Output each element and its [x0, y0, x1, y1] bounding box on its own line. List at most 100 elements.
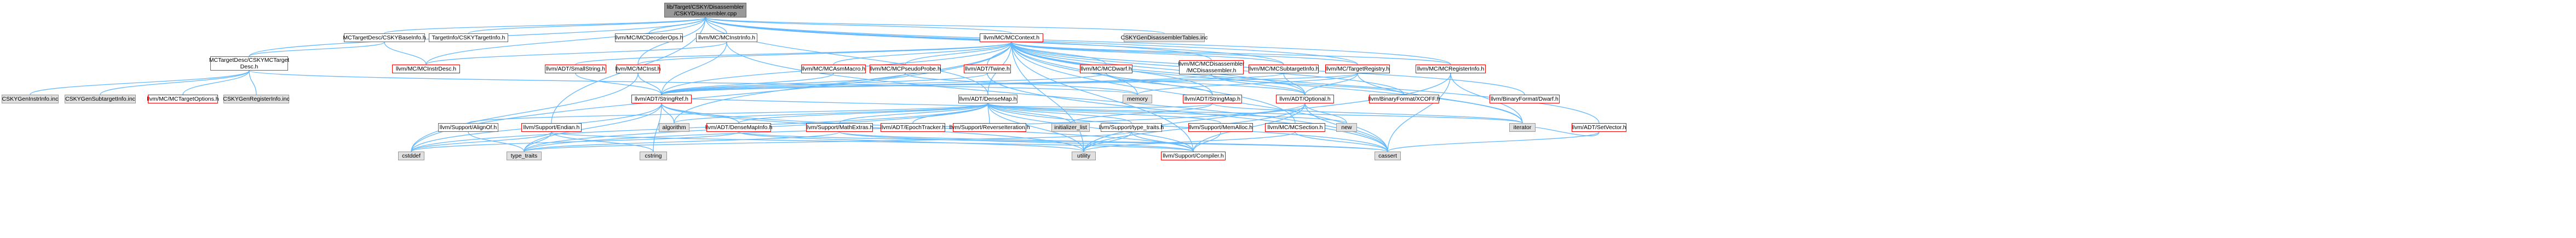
edge-memalloc-to-compiler — [1193, 131, 1221, 152]
edge-mccontext-to-compiler — [1011, 42, 1194, 152]
edge-mcpseudoprobe-to-stringref — [661, 73, 906, 95]
edge-mcsection-to-utility — [1083, 131, 1296, 152]
edge-root-to-mcinstrdesc — [426, 17, 706, 65]
node-llvm-mc-mctargetoptions-h[interactable]: llvm/MC/MCTargetOptions.h — [147, 95, 219, 103]
node-llvm-binaryformat-dwarf-h[interactable]: llvm/BinaryFormat/Dwarf.h — [1490, 95, 1560, 103]
edge-mccontext-to-setvector — [1011, 42, 1600, 124]
node-llvm-adt-smallstring-h[interactable]: llvm/ADT/SmallString.h — [545, 65, 606, 73]
edge-alignof-to-type_traits — [468, 131, 525, 152]
node-cskygensubtargetinfo-inc: CSKYGenSubtargetInfo.inc — [65, 95, 136, 103]
edge-root-to-gendisasm — [705, 17, 1165, 34]
node-cskygenregisterinfo-inc: CSKYGenRegisterInfo.inc — [223, 95, 290, 103]
node-llvm-adt-densemap-h[interactable]: llvm/ADT/DenseMap.h — [958, 95, 1017, 103]
edge-mccontext-to-utility — [1011, 42, 1084, 152]
edge-densemap-to-densemapinfo — [738, 103, 988, 124]
edge-typetraits_h-to-utility — [1083, 131, 1132, 152]
node-llvm-adt-densemapinfo-h[interactable]: llvm/ADT/DenseMapInfo.h — [705, 123, 773, 132]
node-llvm-mc-targetregistry-h[interactable]: llvm/MC/TargetRegistry.h — [1325, 65, 1390, 73]
node-llvm-support-compiler-h[interactable]: llvm/Support/Compiler.h — [1161, 152, 1226, 160]
edge-targetregistry-to-memory — [1137, 73, 1358, 95]
edge-mcregisterinfo-to-cassert — [1387, 73, 1451, 152]
node-llvm-support-reverseiteration-h[interactable]: llvm/Support/ReverseIteration.h — [949, 123, 1030, 132]
edge-root-to-baseinfo — [384, 17, 706, 34]
edge-densemap-to-typetraits_h — [987, 103, 1132, 124]
node-algorithm: algorithm — [659, 123, 689, 132]
edge-typetraits_h-to-type_traits — [524, 131, 1132, 152]
edge-densemapinfo-to-utility — [738, 131, 1084, 152]
edge-densemap-to-mathextras — [839, 103, 988, 124]
edge-stringmap-to-initlist — [1070, 103, 1213, 124]
node-iterator: iterator — [1509, 123, 1536, 132]
node-llvm-adt-optional-h[interactable]: llvm/ADT/Optional.h — [1276, 95, 1334, 103]
node-cstring: cstring — [640, 152, 667, 160]
edge-stringmap-to-stringref — [691, 98, 1213, 108]
node-lib-target-csky-disassembler-cskydisassembler-cpp: lib/Target/CSKY/Disassembler /CSKYDisass… — [664, 3, 746, 18]
node-llvm-mc-mcdisassembler-mcdisassembler-h[interactable]: llvm/MC/MCDisassembler /MCDisassembler.h — [1178, 60, 1245, 74]
node-utility: utility — [1072, 152, 1096, 160]
node-llvm-support-endian-h[interactable]: llvm/Support/Endian.h — [521, 123, 582, 132]
node-llvm-mc-mcasmmacro-h[interactable]: llvm/MC/MCAsmMacro.h — [801, 65, 866, 73]
node-llvm-adt-setvector-h[interactable]: llvm/ADT/SetVector.h — [1572, 123, 1626, 132]
node-llvm-adt-stringmap-h[interactable]: llvm/ADT/StringMap.h — [1183, 95, 1242, 103]
edge-densemap-to-initlist — [987, 103, 1071, 124]
node-cstddef: cstddef — [398, 152, 424, 160]
node-llvm-support-mathextras-h[interactable]: llvm/Support/MathExtras.h — [806, 123, 873, 132]
edge-baseinfo-to-mcinstrdesc — [384, 42, 427, 65]
edge-root-to-mccontext — [705, 17, 1012, 34]
node-llvm-mc-mccontext-h[interactable]: llvm/MC/MCContext.h — [980, 33, 1043, 42]
edge-typetraits_h-to-compiler — [1131, 131, 1194, 152]
node-llvm-mc-mcpseudoprobe-h[interactable]: llvm/MC/MCPseudoProbe.h — [870, 65, 941, 73]
node-llvm-mc-mcdwarf-h[interactable]: llvm/MC/MCDwarf.h — [1080, 65, 1132, 73]
node-type-traits: type_traits — [507, 152, 542, 160]
edge-setvector-to-iterator — [1535, 127, 1600, 136]
edge-densemap-to-cstddef — [411, 103, 988, 152]
edge-mathextras-to-type_traits — [524, 131, 840, 152]
edge-endian-to-cstring — [551, 131, 654, 152]
edge-mctargetdesc-to-gensubtarget — [100, 70, 250, 95]
edge-mccontext-to-cstddef — [411, 42, 1012, 152]
edge-mcdisassembler-to-optional — [1211, 74, 1306, 95]
node-llvm-mc-mcsubtargetinfo-h[interactable]: llvm/MC/MCSubtargetInfo.h — [1248, 65, 1319, 73]
node-llvm-support-memalloc-h[interactable]: llvm/Support/MemAlloc.h — [1188, 123, 1253, 132]
edge-mcinst-to-stringref — [637, 73, 662, 95]
node-llvm-mc-mcregisterinfo-h[interactable]: llvm/MC/MCRegisterInfo.h — [1416, 65, 1486, 73]
edge-mctargetdesc-to-mctargetoptions — [182, 70, 250, 95]
node-llvm-mc-mcdecoderops-h[interactable]: llvm/MC/MCDecoderOps.h — [614, 33, 683, 42]
node-llvm-binaryformat-xcoff-h[interactable]: llvm/BinaryFormat/XCOFF.h — [1368, 95, 1440, 103]
node-llvm-adt-stringref-h[interactable]: llvm/ADT/StringRef.h — [631, 95, 692, 103]
node-llvm-mc-mcinstrdesc-h[interactable]: llvm/MC/MCInstrDesc.h — [392, 65, 460, 73]
node-mctargetdesc-cskybaseinfo-h[interactable]: MCTargetDesc/CSKYBaseInfo.h — [343, 33, 426, 42]
node-cskygeninstrinfo-inc: CSKYGenInstrInfo.inc — [2, 95, 59, 103]
edge-mccontext-to-mcsubtargetinfo — [1011, 42, 1284, 65]
node-mctargetdesc-cskymctarget-desc-h[interactable]: MCTargetDesc/CSKYMCTarget Desc.h — [209, 56, 290, 71]
edge-endian-to-compiler — [551, 131, 1194, 152]
edge-root-to-mcregisterinfo — [705, 17, 1451, 65]
edge-mccontext-to-mcpseudoprobe — [905, 42, 1012, 65]
edge-mcinst-to-cstddef — [411, 73, 639, 152]
node-memory: memory — [1123, 95, 1152, 103]
edge-endian-to-cstddef — [411, 131, 552, 152]
edge-densemapinfo-to-cstddef — [411, 131, 739, 152]
edge-mccontext-to-memory — [1011, 42, 1138, 95]
node-llvm-adt-epochtracker-h[interactable]: llvm/ADT/EpochTracker.h — [880, 123, 946, 132]
node-llvm-mc-mcinstrinfo-h[interactable]: llvm/MC/MCInstrInfo.h — [696, 33, 757, 42]
node-llvm-adt-twine-h[interactable]: llvm/ADT/Twine.h — [964, 65, 1011, 73]
edge-mcdwarf-to-stringref — [661, 73, 1107, 95]
edge-mccontext-to-optional — [1011, 42, 1306, 95]
edge-mccontext-to-targetregistry — [1011, 42, 1358, 65]
node-llvm-support-alignof-h[interactable]: llvm/Support/AlignOf.h — [438, 123, 498, 132]
node-cassert: cassert — [1375, 152, 1401, 160]
node-llvm-mc-mcsection-h[interactable]: llvm/MC/MCSection.h — [1265, 123, 1325, 132]
edge-densemap-to-new — [987, 103, 1347, 124]
node-targetinfo-cskytargetinfo-h[interactable]: TargetInfo/CSKYTargetInfo.h — [429, 33, 508, 42]
edge-mcsubtargetinfo-to-optional — [1283, 73, 1306, 95]
edge-setvector-to-cassert — [1387, 131, 1600, 152]
node-llvm-support-type-traits-h[interactable]: llvm/Support/type_traits.h — [1099, 123, 1164, 132]
node-cskygendisassemblertables-inc: CSKYGenDisassemblerTables.inc — [1120, 33, 1208, 42]
edge-densemap-to-memalloc — [987, 103, 1221, 124]
edge-mcsection-to-cassert — [1295, 131, 1388, 152]
edge-mccontext-to-algorithm — [674, 42, 1012, 124]
node-llvm-mc-mcinst-h[interactable]: llvm/MC/MCInst.h — [615, 65, 661, 73]
edge-optional-to-new — [1304, 103, 1347, 124]
